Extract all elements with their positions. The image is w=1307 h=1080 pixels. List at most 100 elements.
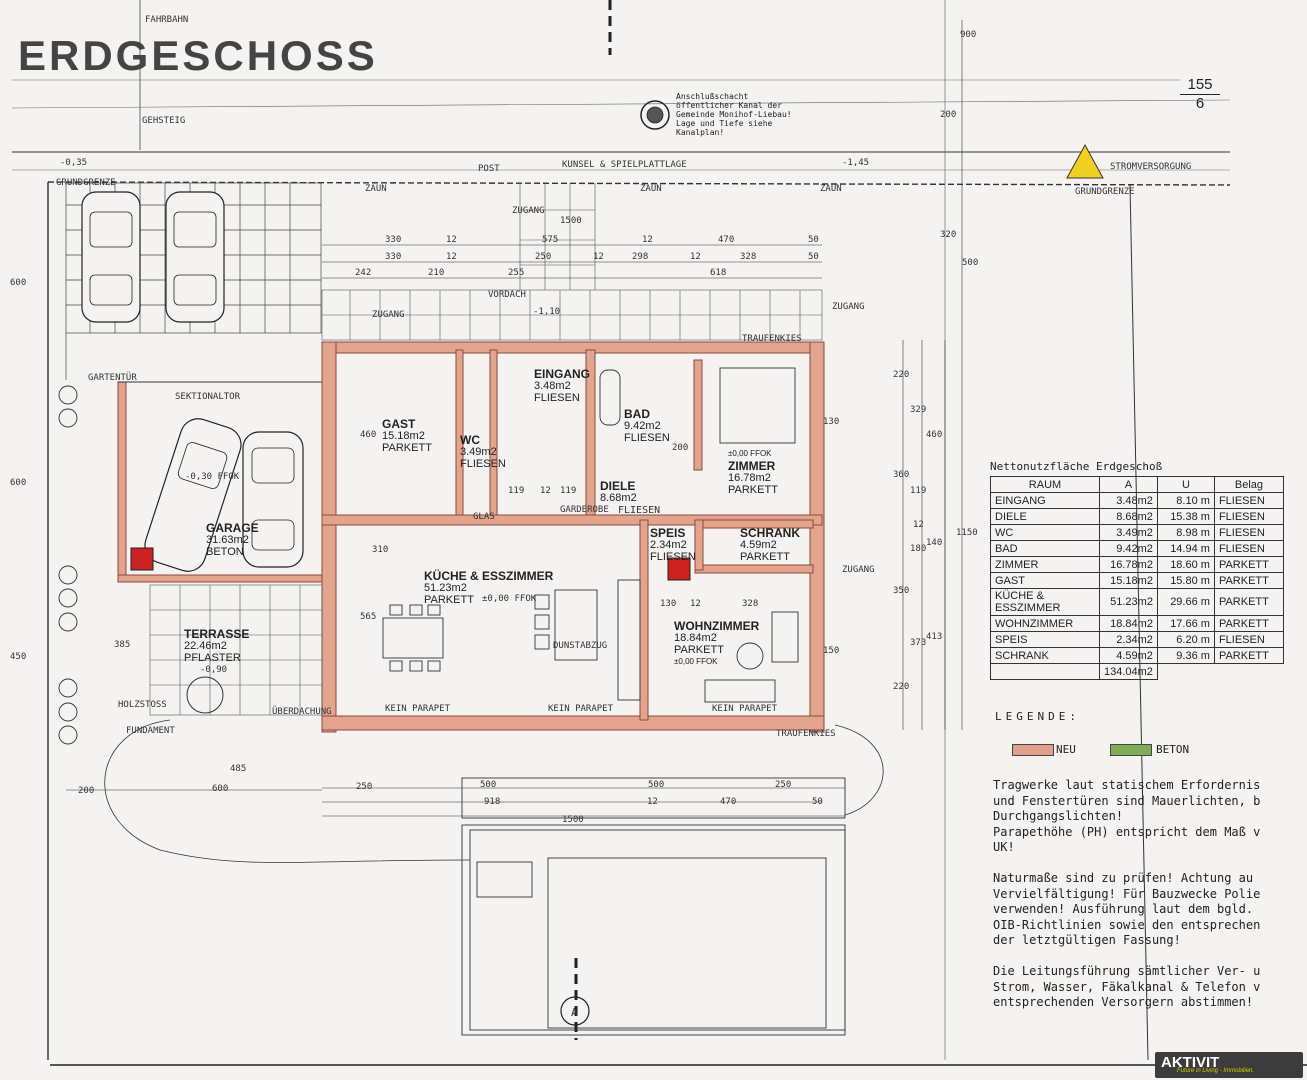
- area-cell-raum: GAST: [990, 572, 1100, 589]
- dim-bottom2-d: 50: [812, 797, 823, 807]
- level-road: -0,35: [60, 158, 88, 168]
- area-total-empty-u: [1157, 664, 1214, 680]
- area-col-a: A: [1099, 476, 1158, 493]
- area-cell-a: 3.48m2: [1099, 492, 1158, 509]
- dim-bottom-left-b: 600: [212, 784, 229, 794]
- level-right: -1,45: [842, 158, 870, 168]
- room-wohnzimmer-level: ±0,00 FFOK: [674, 657, 718, 666]
- dim-right-g: 460: [926, 430, 943, 440]
- area-cell-u: 9.36 m: [1156, 647, 1215, 664]
- room-wohnzimmer: WOHNZIMMER 18.84m2 PARKETT ±0,00 FFOK: [674, 620, 759, 668]
- dim-top1-c: 575: [542, 235, 559, 245]
- room-gast-name: GAST: [382, 417, 416, 431]
- level-vordach: -1,10: [533, 307, 561, 317]
- level-terrace: -0,90: [200, 665, 228, 675]
- room-terrasse-floor: PFLASTER: [184, 652, 241, 664]
- legend-title: LEGENDE:: [995, 710, 1080, 723]
- dim-right-j: 12: [913, 520, 924, 530]
- area-total-empty-belag: [1214, 664, 1283, 680]
- area-cell-a: 9.42m2: [1099, 540, 1158, 557]
- room-speis-name: SPEIS: [650, 526, 686, 540]
- legend-swatch-beton: [1110, 744, 1152, 756]
- dim-bottom2-a: 918: [484, 797, 501, 807]
- legend-label-neu: NEU: [1056, 743, 1076, 756]
- parcel-number: 155 6: [1180, 76, 1220, 113]
- page-title: ERDGESCHOSS: [18, 32, 378, 79]
- traufenkies-bottom: TRAUFENKIES: [776, 729, 836, 739]
- logo-brand: AKTIVIT: [1161, 1054, 1220, 1071]
- glas-label: GLAS: [473, 512, 495, 522]
- dim-bottom-left-a: 250: [356, 782, 373, 792]
- area-cell-raum: ZIMMER: [990, 556, 1100, 573]
- zaun-label-1: ZAUN: [365, 184, 387, 194]
- stromversorgung-label: STROMVERSORGUNG: [1110, 162, 1192, 172]
- dim-right-c: 320: [940, 230, 957, 240]
- dim-right-l: 140: [926, 538, 943, 548]
- room-diele: DIELE 8.68m2: [600, 480, 637, 504]
- room-bad-name: BAD: [624, 407, 650, 421]
- area-cell-raum: SCHRANK: [990, 647, 1100, 664]
- room-wohnzimmer-name: WOHNZIMMER: [674, 619, 760, 633]
- dim-right-i: 119: [910, 486, 927, 496]
- room-zimmer-level: ±0,00 FFOK: [728, 449, 772, 458]
- dim-inner-e: 12: [540, 486, 551, 496]
- dim-top2-c: 250: [535, 252, 552, 262]
- room-diele-floor: FLIESEN: [618, 505, 661, 516]
- dim-inner-j: 130: [823, 417, 840, 427]
- room-wc-area: 3.49m2: [460, 446, 497, 458]
- parcel-number-bottom: 6: [1195, 95, 1205, 112]
- area-cell-a: 3.49m2: [1099, 524, 1158, 541]
- zugang-label-right: ZUGANG: [832, 302, 865, 312]
- parcel-number-top: 155: [1180, 76, 1220, 95]
- dim-right-k: 180: [910, 544, 927, 554]
- area-cell-belag: PARKETT: [1213, 556, 1284, 573]
- dim-bottom1-c: 250: [775, 780, 792, 790]
- gehsteig-label: GEHSTEIG: [142, 116, 186, 126]
- dim-top2-d: 12: [593, 252, 604, 262]
- vordach-label: VORDACH: [488, 290, 526, 300]
- area-cell-raum: WOHNZIMMER: [990, 615, 1100, 632]
- zaun-label-3: ZAUN: [820, 184, 842, 194]
- area-cell-u: 8.10 m: [1156, 492, 1215, 509]
- area-cell-u: 29.66 m: [1156, 588, 1215, 616]
- dim-top2-g: 328: [740, 252, 757, 262]
- area-cell-belag: PARKETT: [1213, 615, 1284, 632]
- dim-inner-f: 119: [560, 486, 577, 496]
- room-schrank: SCHRANK 4.59m2 PARKETT: [740, 527, 800, 563]
- dim-inner-k: 150: [823, 646, 840, 656]
- room-bad: BAD 9.42m2 FLIESEN: [624, 408, 670, 444]
- dim-inner-h: 12: [690, 599, 701, 609]
- dim-left-d: 385: [114, 640, 131, 650]
- kein-parapet-1: KEIN PARAPET: [385, 704, 451, 714]
- area-cell-a: 8.68m2: [1099, 508, 1158, 525]
- dim-inner-g: 130: [660, 599, 677, 609]
- dim-bottom-left-d: 200: [78, 786, 95, 796]
- area-cell-raum: WC: [990, 524, 1100, 541]
- area-total-label: [990, 663, 1100, 680]
- dim-top-total: 1500: [560, 216, 582, 226]
- dim-right-total: 1150: [956, 528, 978, 538]
- traufenkies-top: TRAUFENKIES: [742, 334, 802, 344]
- dim-top3-a: 242: [355, 268, 372, 278]
- room-zimmer: ±0,00 FFOK ZIMMER 16.78m2 PARKETT: [728, 448, 778, 496]
- room-kueche-level: ±0,00 FFOK: [482, 594, 537, 604]
- area-cell-u: 15.38 m: [1156, 508, 1215, 525]
- sektionaltor-label: SEKTIONALTOR: [175, 392, 241, 402]
- area-cell-u: 6.20 m: [1156, 631, 1215, 648]
- dim-top2-h: 50: [808, 252, 819, 262]
- dim-top3-c: 255: [508, 268, 525, 278]
- room-kueche: KÜCHE & ESSZIMMER 51.23m2 PARKETT: [424, 570, 553, 606]
- dim-bottom2-c: 470: [720, 797, 737, 807]
- dim-top1-a: 330: [385, 235, 402, 245]
- room-diele-area: 8.68m2: [600, 492, 637, 504]
- dim-left-b: 600: [10, 478, 27, 488]
- room-zimmer-area: 16.78m2: [728, 472, 771, 484]
- dim-top2-e: 298: [632, 252, 649, 262]
